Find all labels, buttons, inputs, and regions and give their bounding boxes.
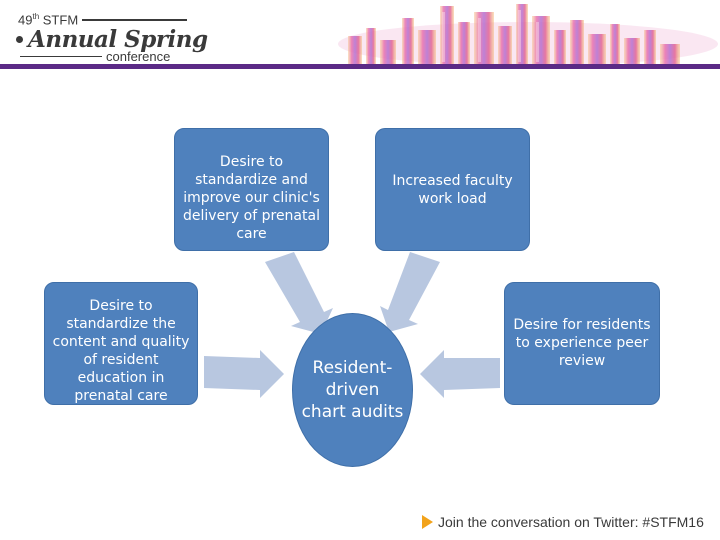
input-box-faculty-workload: Increased faculty work load [375,128,530,251]
header-divider [0,64,720,69]
input-box-resident-education: Desire to standardize the content and qu… [44,282,198,405]
logo-rule [20,56,102,57]
input-label: Desire for residents to experience peer … [513,317,651,369]
arrow-from-standardize-care [265,252,333,334]
input-label: Desire to standardize and improve our cl… [183,154,320,242]
twitter-footer: Join the conversation on Twitter: #STFM1… [422,514,704,530]
center-node: Resident-driven chart audits [292,313,413,467]
logo-edition: 49th STFM [18,12,79,28]
logo-rule [82,19,187,21]
arrow-from-faculty-workload [380,252,440,332]
input-box-peer-review: Desire for residents to experience peer … [504,282,660,405]
logo-subtitle: conference [106,49,171,64]
play-icon [422,515,433,529]
input-box-standardize-care: Desire to standardize and improve our cl… [174,128,329,251]
logo-title: Annual Spring [28,26,208,53]
conference-logo: 49th STFM Annual Spring conference [14,12,208,66]
center-label: Resident-driven chart audits [301,358,404,422]
input-label: Increased faculty work load [392,173,513,207]
city-skyline-graphic [338,4,718,68]
arrow-from-resident-education [204,350,284,398]
input-label: Desire to standardize the content and qu… [52,298,190,404]
arrow-from-peer-review [420,350,500,398]
footer-text: Join the conversation on Twitter: #STFM1… [438,514,704,530]
logo-bullet [16,36,23,43]
